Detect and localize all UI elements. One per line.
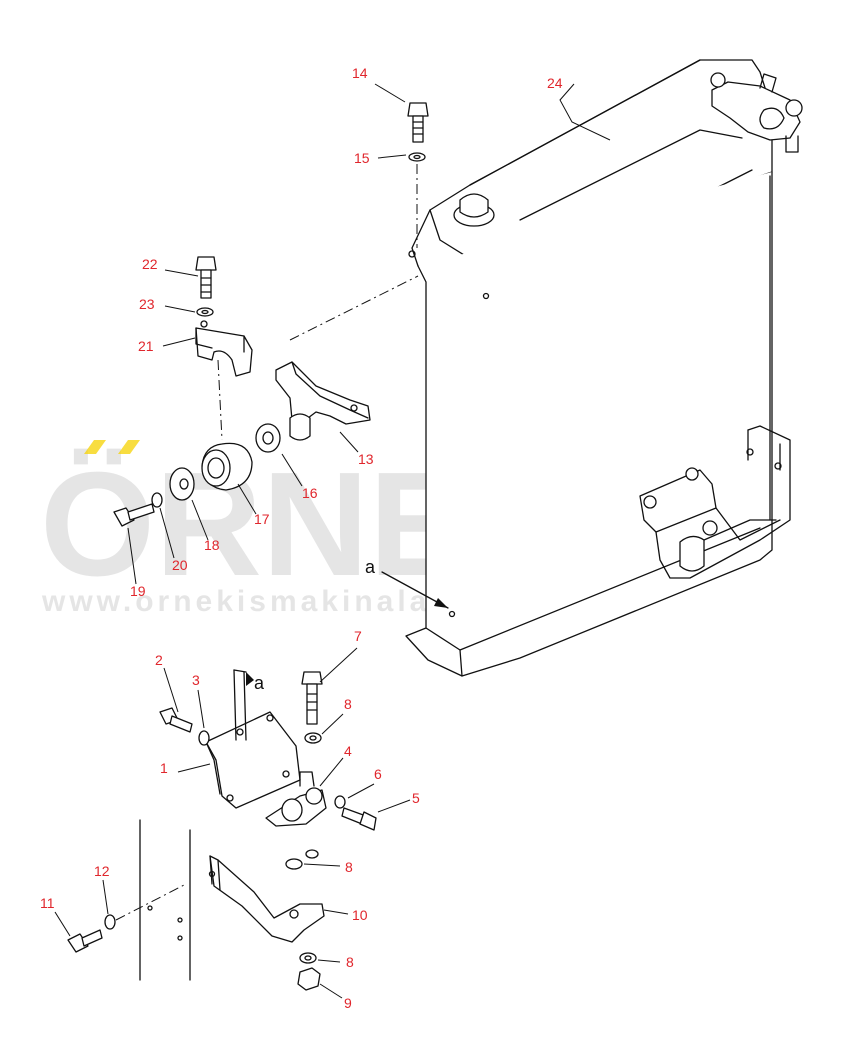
- bracket-13: [275, 361, 371, 441]
- bolt-22: [195, 256, 217, 299]
- part-number-16: 16: [302, 485, 318, 501]
- mount-4: [265, 771, 327, 827]
- part-number-11: 11: [40, 895, 55, 911]
- part-number-14: 14: [352, 65, 368, 81]
- washer-15: [408, 152, 426, 162]
- part-number-8-upper: 8: [344, 696, 352, 712]
- view-letter-lower: a: [254, 673, 265, 693]
- bolt-5: [341, 807, 377, 831]
- washer-12: [104, 914, 116, 930]
- part-number-8-middle: 8: [345, 859, 353, 875]
- washer-6: [334, 795, 346, 809]
- bolt-11: [67, 929, 103, 953]
- part-number-13: 13: [358, 451, 374, 467]
- view-letters: a a: [254, 557, 376, 693]
- washer-20: [151, 492, 163, 508]
- part-number-12: 12: [94, 863, 110, 879]
- part-number-labels: 1 2 3 4 5 6 7 8 8 8 9 10 11 12 13 14 15 …: [40, 65, 563, 1011]
- part-number-18: 18: [204, 537, 220, 553]
- bolt-19: [113, 503, 155, 527]
- part-number-4: 4: [344, 743, 352, 759]
- part-number-20: 20: [172, 557, 188, 573]
- bolt-2: [159, 707, 193, 733]
- part-number-8-lower: 8: [346, 954, 354, 970]
- part-number-19: 19: [130, 583, 146, 599]
- view-letter-upper: a: [365, 557, 376, 577]
- part-number-2: 2: [155, 652, 163, 668]
- washer-8-upper: [304, 732, 322, 744]
- cap-21: [195, 320, 253, 377]
- washer-18: [169, 467, 195, 501]
- part-number-3: 3: [192, 672, 200, 688]
- view-arrow-upper: [381, 571, 449, 609]
- bushing-17: [201, 442, 253, 491]
- part-number-5: 5: [412, 790, 420, 806]
- part-number-23: 23: [139, 296, 155, 312]
- watermark-accent-mark-2: [118, 440, 140, 454]
- part-number-7: 7: [354, 628, 362, 644]
- washer-3: [198, 730, 210, 746]
- part-number-1: 1: [160, 760, 168, 776]
- washer-16: [255, 423, 281, 453]
- part-number-9: 9: [344, 995, 352, 1011]
- leader-lines: [54, 83, 611, 999]
- washer-8-lower: [299, 952, 317, 964]
- bracket-10: [208, 855, 325, 943]
- washer-8-middle: [285, 849, 319, 870]
- washer-23: [196, 307, 214, 317]
- part-number-17: 17: [254, 511, 270, 527]
- part-number-22: 22: [142, 256, 158, 272]
- part-number-24: 24: [547, 75, 563, 91]
- part-number-6: 6: [374, 766, 382, 782]
- watermark-accent-mark-1: [84, 440, 106, 454]
- bracket-1: [205, 669, 301, 809]
- nut-9: [297, 967, 321, 991]
- radiator-assembly: [405, 59, 803, 677]
- bolt-7: [301, 671, 323, 725]
- part-number-21: 21: [138, 338, 154, 354]
- bolt-14: [407, 102, 429, 143]
- part-number-10: 10: [352, 907, 368, 923]
- part-number-15: 15: [354, 150, 370, 166]
